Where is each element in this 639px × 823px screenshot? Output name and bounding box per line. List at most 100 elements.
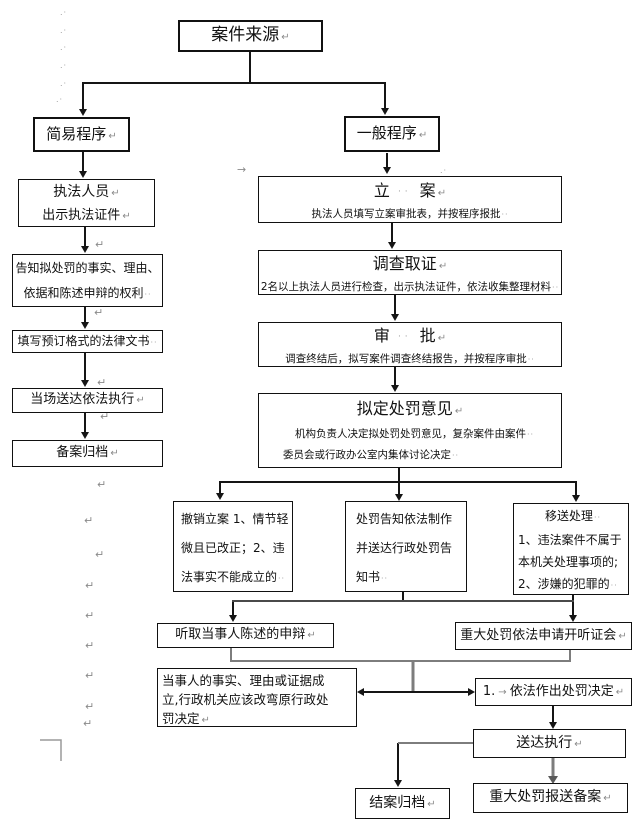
node-party-evidence[interactable]: 当事人的事实、理由或证据成 立,行政机关应该改弯原行政处 罚决定↵ [157, 668, 357, 727]
node-inform-rights[interactable]: 告知拟处罚的事实、理由、 依据和陈述申辩的权利·· [12, 254, 163, 307]
text-boundary-corner [40, 739, 62, 761]
tab-arrow-mark: → [498, 687, 507, 698]
pilcrow-mark: ↵ [95, 548, 105, 561]
node-line: 1、违法案件不属于 [518, 533, 622, 547]
node-simple-procedure[interactable]: 简易程序↵ [33, 117, 130, 152]
node-general-procedure[interactable]: 一般程序↵ [344, 116, 440, 152]
node-subtext: 调查终结后，拟写案件调查终结报告，并按程序审批·· [285, 353, 535, 365]
node-case-source[interactable]: 案件来源↵ [178, 20, 323, 52]
return-mark: ↵ [615, 687, 625, 698]
node-penalty-notice[interactable]: 处罚告知依法制作 并送达行政处罚告 知书·· [345, 501, 467, 592]
return-mark: ↵ [122, 211, 131, 222]
node-fill-documents[interactable]: 填写预订格式的法律文书·· [12, 330, 163, 353]
node-line: 告知拟处罚的事实、理由、 [15, 261, 160, 275]
node-subtext: 机构负责人决定拟处罚处罚意见，复杂案件由案件·· [295, 428, 535, 440]
margin-mark: .· [60, 26, 68, 35]
node-line: 当事人的事实、理由或证据成 [162, 673, 325, 688]
node-line: 本机关处理事项的; [518, 555, 619, 569]
pilcrow-mark: ↵ [100, 410, 110, 423]
dot-mark: ·· [381, 574, 389, 583]
node-label: 重大处罚依法申请开听证会 [460, 628, 617, 643]
node-line: 2、涉嫌的犯罪的·· [518, 577, 618, 591]
margin-mark: .· [60, 61, 68, 70]
return-mark: ↵ [281, 32, 290, 43]
pilcrow-mark: ↵ [84, 514, 94, 527]
return-mark: ↵ [438, 261, 448, 272]
node-label: 案件来源 [211, 25, 280, 45]
space-mark: ·· [397, 187, 412, 197]
node-investigate[interactable]: 调查取证↵ 2名以上执法人员进行检查，出示执法证件，依法收集整理材料·· [258, 250, 562, 295]
node-close-file[interactable]: 结案归档↵ [355, 788, 450, 819]
node-major-report[interactable]: 重大处罚报送备案↵ [473, 783, 628, 813]
node-label: 送达执行 [516, 735, 573, 751]
return-mark: ↵ [108, 131, 117, 142]
node-draft-penalty[interactable]: 拟定处罚意见↵ 机构负责人决定拟处罚处罚意见，复杂案件由案件·· 委员会或行政办… [258, 393, 562, 468]
tab-arrow-mark: → [237, 163, 247, 176]
node-hear-statement[interactable]: 听取当事人陈述的申辩↵ [157, 623, 334, 648]
node-show-credentials[interactable]: 执法人员↵ 出示执法证件↵ [18, 179, 155, 227]
return-mark: ↵ [454, 406, 464, 417]
node-label: 重大处罚报送备案 [489, 789, 602, 805]
node-line: 立,行政机关应该改弯原行政处 [162, 692, 329, 707]
return-mark: ↵ [418, 130, 428, 141]
arrowheads-gray [548, 776, 558, 784]
node-subtext: 2名以上执法人员进行检查，出示执法证件，依法收集整理材料·· [260, 281, 560, 293]
return-mark: ↵ [574, 739, 583, 750]
node-title: 移送处理·· [544, 509, 602, 523]
node-revoke-case[interactable]: 撤销立案 1、情节轻 微且已改正；2、违 法事实不能成立的·· [173, 501, 293, 592]
pilcrow-mark: ↵ [83, 717, 93, 730]
pilcrow-mark: ↵ [85, 639, 95, 652]
return-mark: ↵ [427, 799, 436, 810]
node-major-hearing[interactable]: 重大处罚依法申请开听证会↵ [455, 622, 632, 650]
return-mark: ↵ [136, 395, 145, 406]
node-title: 立··案↵ [373, 181, 447, 200]
connector-lines-gray [230, 648, 571, 777]
node-subtext: 执法人员填写立案审批表，并按程序报批·· [311, 208, 509, 220]
node-onsite-delivery[interactable]: 当场送达依法执行↵ [12, 388, 163, 413]
node-line: 出示执法证件↵ [42, 208, 131, 223]
return-mark: ↵ [111, 188, 120, 199]
node-record-filing[interactable]: 备案归档↵ [12, 440, 163, 467]
dot-mark: ·· [527, 430, 535, 439]
node-label: 听取当事人陈述的申辩 [175, 627, 306, 642]
dot-mark: ·· [501, 210, 509, 219]
connector-lines-black [82, 52, 577, 781]
node-title: 审··批↵ [373, 326, 447, 345]
node-file-case[interactable]: 立··案↵ 执法人员填写立案审批表，并按程序报批·· [258, 176, 562, 223]
item-number: 1. [482, 684, 496, 699]
margin-mark: .· [60, 8, 68, 17]
margin-mark: .· [60, 79, 68, 88]
dot-mark: ·· [144, 290, 152, 299]
node-label: 填写预订格式的法律文书 [17, 334, 150, 348]
pilcrow-mark: ↵ [85, 669, 95, 682]
node-make-decision[interactable]: 1.→依法作出处罚决定↵ [475, 678, 632, 706]
pilcrow-mark: ↵ [85, 700, 95, 713]
dot-mark: ·· [610, 581, 618, 590]
pilcrow-mark: ↵ [94, 306, 104, 319]
node-subtext: 委员会或行政办公室内集体讨论决定·· [283, 449, 460, 461]
pilcrow-mark: ↵ [85, 579, 95, 592]
node-label: 一般程序 [356, 124, 417, 142]
dot-mark: ·· [278, 574, 286, 583]
node-transfer-case[interactable]: 移送处理·· 1、违法案件不属于 本机关处理事项的; 2、涉嫌的犯罪的·· [513, 503, 629, 595]
return-mark: ↵ [437, 188, 447, 199]
pilcrow-mark: ↵ [97, 376, 107, 389]
margin-mark: .· [440, 166, 448, 175]
arrowheads [79, 108, 580, 787]
node-line: 执法人员↵ [53, 184, 120, 200]
dot-mark: ·· [150, 338, 158, 347]
node-line: 微且已改正；2、违 [181, 541, 285, 555]
node-approve[interactable]: 审··批↵ 调查终结后，拟写案件调查终结报告，并按程序审批·· [258, 322, 562, 367]
margin-mark: .· [56, 95, 64, 104]
return-mark: ↵ [110, 448, 119, 459]
node-label: 备案归档 [56, 445, 109, 460]
node-line: 撤销立案 1、情节轻 [181, 512, 289, 526]
pilcrow-mark: ↵ [85, 609, 95, 622]
node-line: 法事实不能成立的·· [181, 570, 286, 584]
node-deliver-execute[interactable]: 送达执行↵ [473, 729, 626, 758]
dot-mark: ·· [593, 513, 602, 522]
return-mark: ↵ [618, 631, 627, 642]
node-line: 罚决定↵ [162, 711, 210, 726]
